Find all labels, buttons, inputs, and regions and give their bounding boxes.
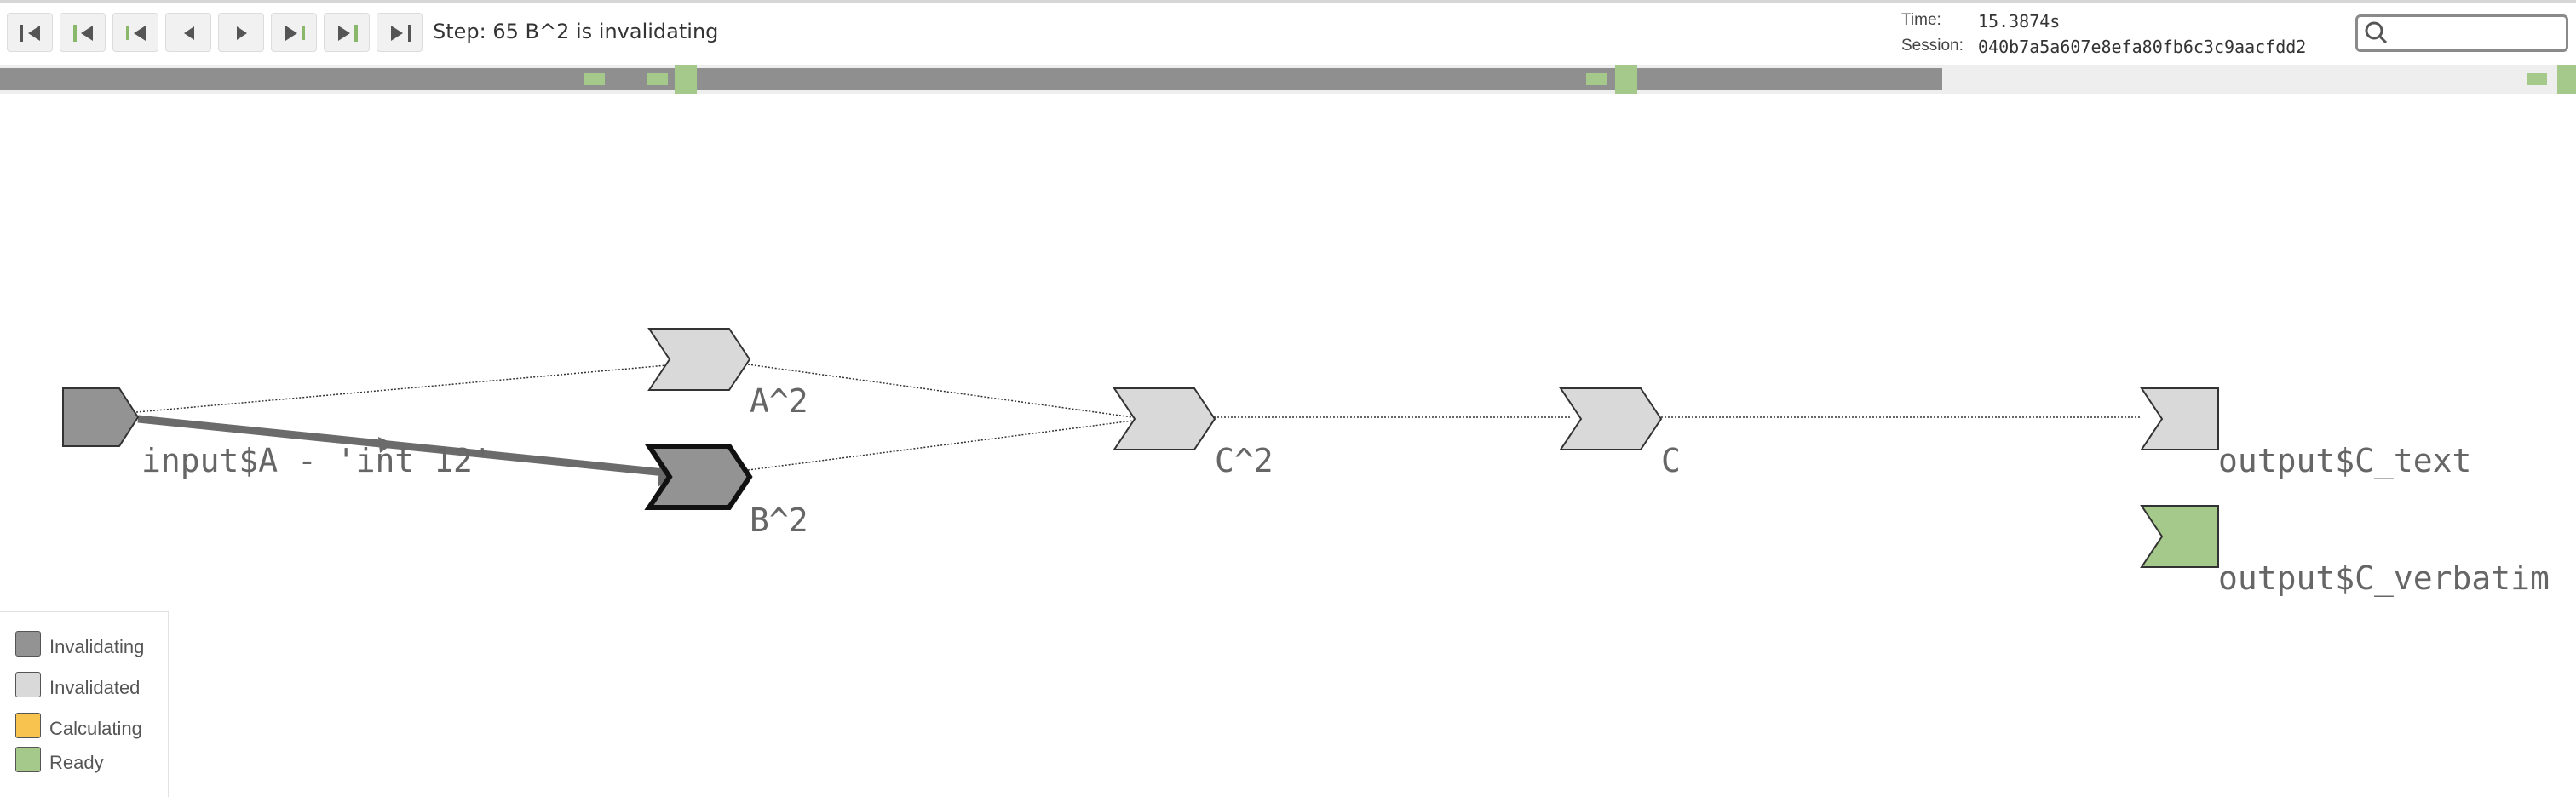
node-label: C [1661, 442, 1681, 479]
timeline-marker[interactable] [2557, 65, 2576, 94]
time-label: Time: [1901, 11, 1941, 29]
prev-step-icon [184, 26, 194, 40]
legend-swatch [15, 713, 41, 738]
legend-label: Invalidating [49, 636, 145, 657]
timeline-marker[interactable] [1615, 65, 1637, 94]
search-input[interactable] [2355, 14, 2568, 52]
next-idle-button[interactable] [324, 13, 370, 52]
node-c[interactable]: C [1559, 387, 1681, 479]
toolbar: Step: 65 B^2 is invalidating Time: 15.38… [0, 0, 2576, 61]
first-step-button[interactable] [7, 13, 53, 52]
node-label: B^2 [750, 502, 808, 539]
session-label: Session: [1901, 37, 1964, 54]
last-step-icon [391, 25, 411, 42]
node-a-squared[interactable]: A^2 [647, 328, 808, 420]
legend-swatch [15, 747, 41, 772]
prev-user-action-icon [126, 26, 146, 41]
magnifier-icon [2365, 21, 2388, 44]
session-id: 040b7a5a607e8efa80fb6c3c9aacfdd2 [1978, 37, 2307, 57]
prev-user-action-button[interactable] [112, 13, 158, 52]
node-label: output$C_verbatim [2218, 559, 2550, 598]
last-step-button[interactable] [377, 13, 423, 52]
next-step-button[interactable] [218, 13, 264, 52]
next-step-icon [237, 26, 247, 40]
prev-idle-icon [73, 25, 93, 42]
prev-idle-button[interactable] [60, 13, 106, 52]
reactive-graph: input$A - 'int 12' A^2 B^2 C^2 C output$… [62, 328, 2550, 598]
step-status-text: Step: 65 B^2 is invalidating [433, 20, 719, 43]
timeline-marker [1586, 73, 1607, 85]
first-step-icon [20, 25, 40, 42]
legend-label: Ready [49, 752, 104, 773]
edge-b2-c2 [747, 420, 1134, 471]
edge-active-input-b2 [137, 415, 674, 478]
node-input-a[interactable]: input$A - 'int 12' [62, 387, 492, 479]
legend-swatch [15, 672, 41, 697]
status-legend: Invalidating Invalidated Calculating Rea… [0, 611, 169, 797]
node-label: input$A - 'int 12' [141, 442, 492, 479]
next-user-action-icon [285, 26, 305, 41]
next-user-action-button[interactable] [271, 13, 317, 52]
timeline-marker [2527, 73, 2547, 85]
time-value: 15.3874s [1978, 11, 2061, 32]
node-label: A^2 [750, 382, 808, 420]
node-output-c-verbatim[interactable]: output$C_verbatim [2140, 505, 2550, 598]
node-b-squared[interactable]: B^2 [644, 444, 808, 539]
timeline-marker [647, 73, 668, 85]
edge-active-midarrow [378, 437, 394, 453]
legend-label: Invalidated [49, 677, 141, 698]
node-label: output$C_text [2218, 442, 2471, 480]
legend-label: Calculating [49, 718, 142, 739]
node-c-squared[interactable]: C^2 [1113, 387, 1274, 479]
timeline-marker [584, 73, 605, 85]
prev-step-button[interactable] [165, 13, 211, 52]
next-idle-icon [338, 25, 358, 42]
timeline-progress [0, 68, 1942, 90]
legend-swatch [15, 631, 41, 657]
timeline-scrubber[interactable] [0, 65, 2576, 94]
node-output-c-text[interactable]: output$C_text [2140, 387, 2471, 480]
node-label: C^2 [1215, 442, 1274, 479]
edge-a2-c2 [747, 364, 1134, 418]
edge-input-a2 [135, 364, 677, 413]
timeline-marker[interactable] [675, 65, 697, 94]
